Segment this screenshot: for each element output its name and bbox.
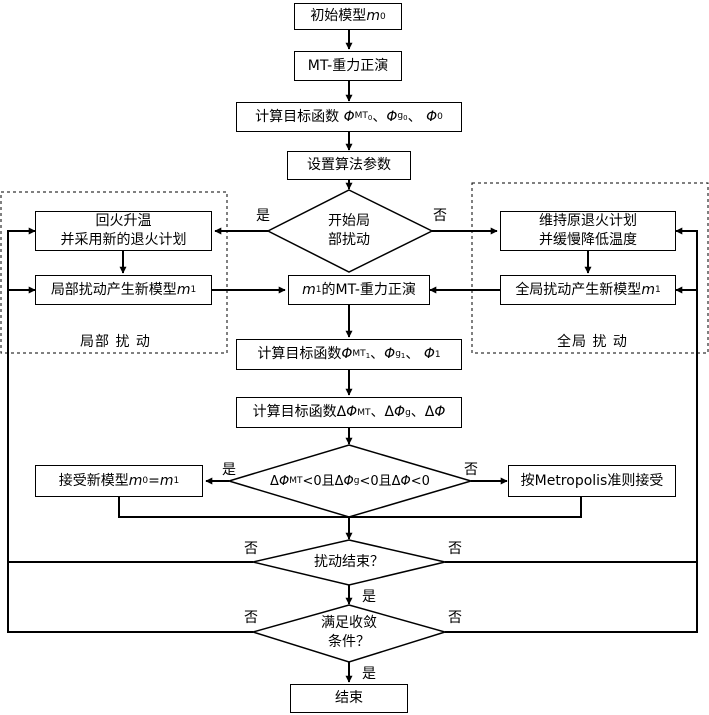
convergence-text: 满足收敛 条件？: [290, 614, 408, 652]
anneal-line-1: 回火升温: [95, 213, 152, 229]
global-perturb-group-frame: [471, 182, 709, 354]
maintain-line-2: 并缓慢降低温度: [539, 232, 637, 248]
convergence-line-2: 条件？: [328, 634, 370, 650]
mt-gravity-forward-label: MT-重力正演: [307, 57, 389, 74]
initial-model-label: 初始模型: [310, 8, 367, 24]
objective-function-label-1: 计算目标函数: [255, 108, 340, 125]
accept-new-model-label: 接受新模型: [58, 472, 129, 489]
start-local-yes-label: 是: [256, 208, 270, 224]
m1-forward-label: 的MT-重力正演: [321, 281, 416, 298]
global-new-model-label: 全局扰动产生新模型: [515, 281, 642, 298]
start-local-no-label: 否: [433, 208, 447, 224]
start-local-line-2: 部扰动: [328, 232, 370, 248]
perturb-end-text: 扰动结束？: [290, 552, 408, 572]
convergence-no-right-label: 否: [448, 610, 462, 626]
anneal-reheat-box: 回火升温 并采用新的退火计划: [35, 211, 212, 251]
mt-gravity-forward-box: MT-重力正演: [294, 51, 402, 81]
set-params-box: 设置算法参数: [287, 151, 411, 180]
perturb-end-label: 扰动结束？: [314, 553, 384, 570]
criteria-yes-label: 是: [222, 462, 236, 478]
start-local-diamond: [266, 189, 434, 273]
maintain-anneal-box: 维持原退火计划 并缓慢降低温度: [500, 211, 676, 251]
perturb-end-no-right-label: 否: [448, 541, 462, 557]
global-perturb-group-label: 全局 扰 动: [557, 334, 628, 350]
criteria-no-label: 否: [464, 462, 478, 478]
metropolis-box: 按Metropolis准则接受: [508, 465, 676, 497]
anneal-line-2: 并采用新的退火计划: [60, 232, 187, 248]
set-params-label: 设置算法参数: [307, 157, 391, 173]
metropolis-label: 按Metropolis准则接受: [520, 472, 664, 489]
objective-function-label-2: 计算目标函数: [257, 346, 342, 362]
convergence-line-1: 满足收敛: [321, 615, 377, 631]
local-perturb-group-label: 局部 扰 动: [80, 334, 151, 350]
start-local-line-1: 开始局: [328, 213, 370, 229]
maintain-line-1: 维持原退火计划: [539, 213, 637, 229]
end-label: 结束: [335, 690, 363, 706]
perturb-end-no-left-label: 否: [244, 541, 258, 557]
perturb-end-yes-label: 是: [362, 589, 376, 605]
local-perturb-group-frame: [0, 191, 228, 354]
convergence-no-left-label: 否: [244, 610, 258, 626]
local-new-model-label: 局部扰动产生新模型: [50, 281, 177, 298]
start-local-text: 开始局 部扰动: [298, 211, 400, 251]
end-box: 结束: [290, 684, 408, 713]
convergence-yes-label: 是: [362, 666, 376, 682]
delta-objective-label: 计算目标函数: [252, 404, 337, 420]
